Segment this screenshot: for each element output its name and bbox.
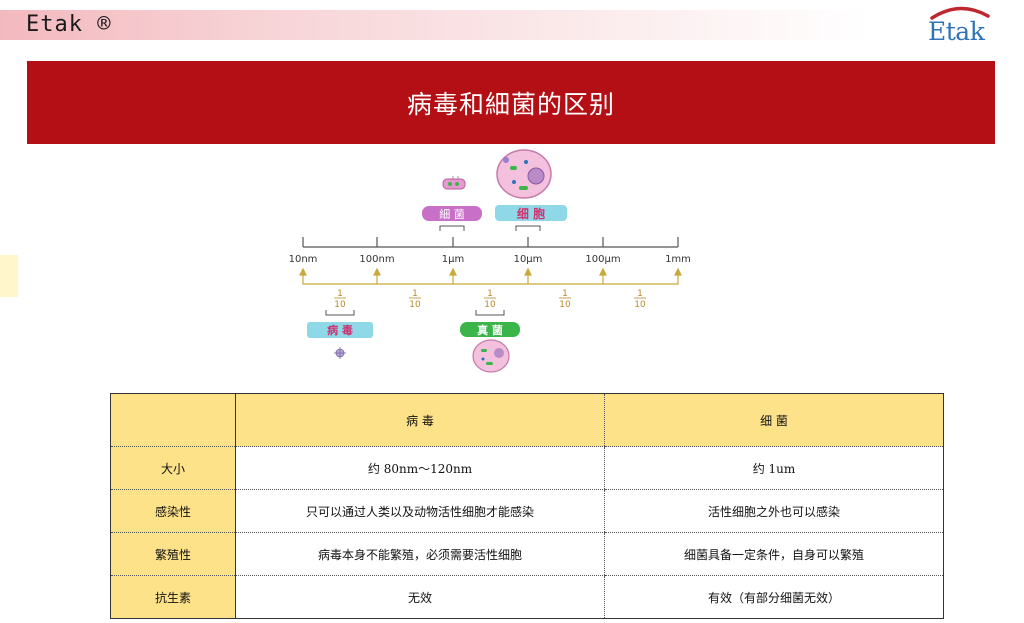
scale-tick-label: 1mm (665, 254, 691, 265)
row-label: 抗生素 (110, 575, 236, 619)
page-title: 病毒和細菌的区别 (406, 89, 615, 119)
row-label: 大小 (110, 446, 236, 490)
table-header-cell: 细 菌 (604, 393, 944, 447)
ratio-numerator: 1 (412, 289, 418, 299)
fungi-bracket (475, 310, 505, 316)
etak-logo: Etak (924, 4, 994, 46)
title-banner: 病毒和細菌的区别 (27, 61, 995, 144)
scale-tick-label: 100μm (585, 254, 620, 265)
bacteria-cell: 细菌具备一定条件，自身可以繁殖 (604, 532, 944, 576)
row-label: 感染性 (110, 489, 236, 533)
top-gradient-bar (0, 10, 1024, 40)
cell-icon (496, 149, 552, 199)
ratio-numerator: 1 (637, 289, 643, 299)
bacteria-bracket (439, 225, 465, 231)
ratio-denominator: 10 (409, 300, 421, 310)
cell-tag-label: 细 胞 (517, 206, 545, 221)
ratio-denominator: 10 (334, 300, 346, 310)
table-row: 抗生素 无效 有效（有部分细菌无效） (110, 575, 944, 619)
size-scale-diagram: 細 菌 细 胞 10nm 100nm 1μm 10μm 100μm 1mm (289, 149, 691, 373)
scale-tick-label: 100nm (359, 254, 394, 265)
bacteria-cell: 约 1um (604, 446, 944, 490)
scale-axis (302, 237, 679, 248)
fungi-icon (472, 339, 510, 373)
ratio-arrows (299, 267, 682, 285)
virus-cell: 无效 (235, 575, 605, 619)
comparison-table: 病 毒 细 菌 大小 约 80nm～120nm 约 1um 感染性 只可以通过人… (110, 393, 944, 619)
side-marker (0, 255, 18, 297)
cell-bracket (515, 225, 541, 231)
ratio-numerator: 1 (562, 289, 568, 299)
cell-tag (495, 205, 567, 221)
virus-icon (334, 347, 346, 359)
scale-tick-label: 10μm (514, 254, 543, 265)
ratio-denominator: 10 (559, 300, 571, 310)
table-header-cell (110, 393, 236, 447)
table-header-cell: 病 毒 (235, 393, 605, 447)
scale-tick-label: 1μm (442, 254, 464, 265)
table-row: 感染性 只可以通过人类以及动物活性细胞才能感染 活性细胞之外也可以感染 (110, 489, 944, 533)
brand-text: Etak ® (26, 12, 112, 37)
ratio-numerator: 1 (337, 289, 343, 299)
table-row: 繁殖性 病毒本身不能繁殖，必须需要活性细胞 细菌具备一定条件，自身可以繁殖 (110, 532, 944, 576)
logo-text: Etak (928, 17, 985, 46)
bacteria-icon (442, 176, 466, 190)
ratio-numerator: 1 (487, 289, 493, 299)
fungi-tag-label: 真 菌 (477, 323, 503, 337)
bacteria-tag-label: 細 菌 (439, 208, 465, 221)
table-header-row: 病 毒 细 菌 (110, 393, 944, 447)
bacteria-tag (422, 206, 482, 221)
table-row: 大小 约 80nm～120nm 约 1um (110, 446, 944, 490)
bacteria-cell: 有效（有部分细菌无效） (604, 575, 944, 619)
virus-cell: 只可以通过人类以及动物活性细胞才能感染 (235, 489, 605, 533)
row-label: 繁殖性 (110, 532, 236, 576)
virus-cell: 病毒本身不能繁殖，必须需要活性细胞 (235, 532, 605, 576)
virus-bracket (325, 310, 355, 316)
virus-tag (307, 322, 373, 338)
ratio-denominator: 10 (634, 300, 646, 310)
virus-cell: 约 80nm～120nm (235, 446, 605, 490)
virus-tag-label: 病 毒 (327, 323, 353, 337)
scale-tick-label: 10nm (289, 254, 318, 265)
bacteria-cell: 活性细胞之外也可以感染 (604, 489, 944, 533)
ratio-denominator: 10 (484, 300, 496, 310)
fungi-tag (460, 322, 520, 337)
